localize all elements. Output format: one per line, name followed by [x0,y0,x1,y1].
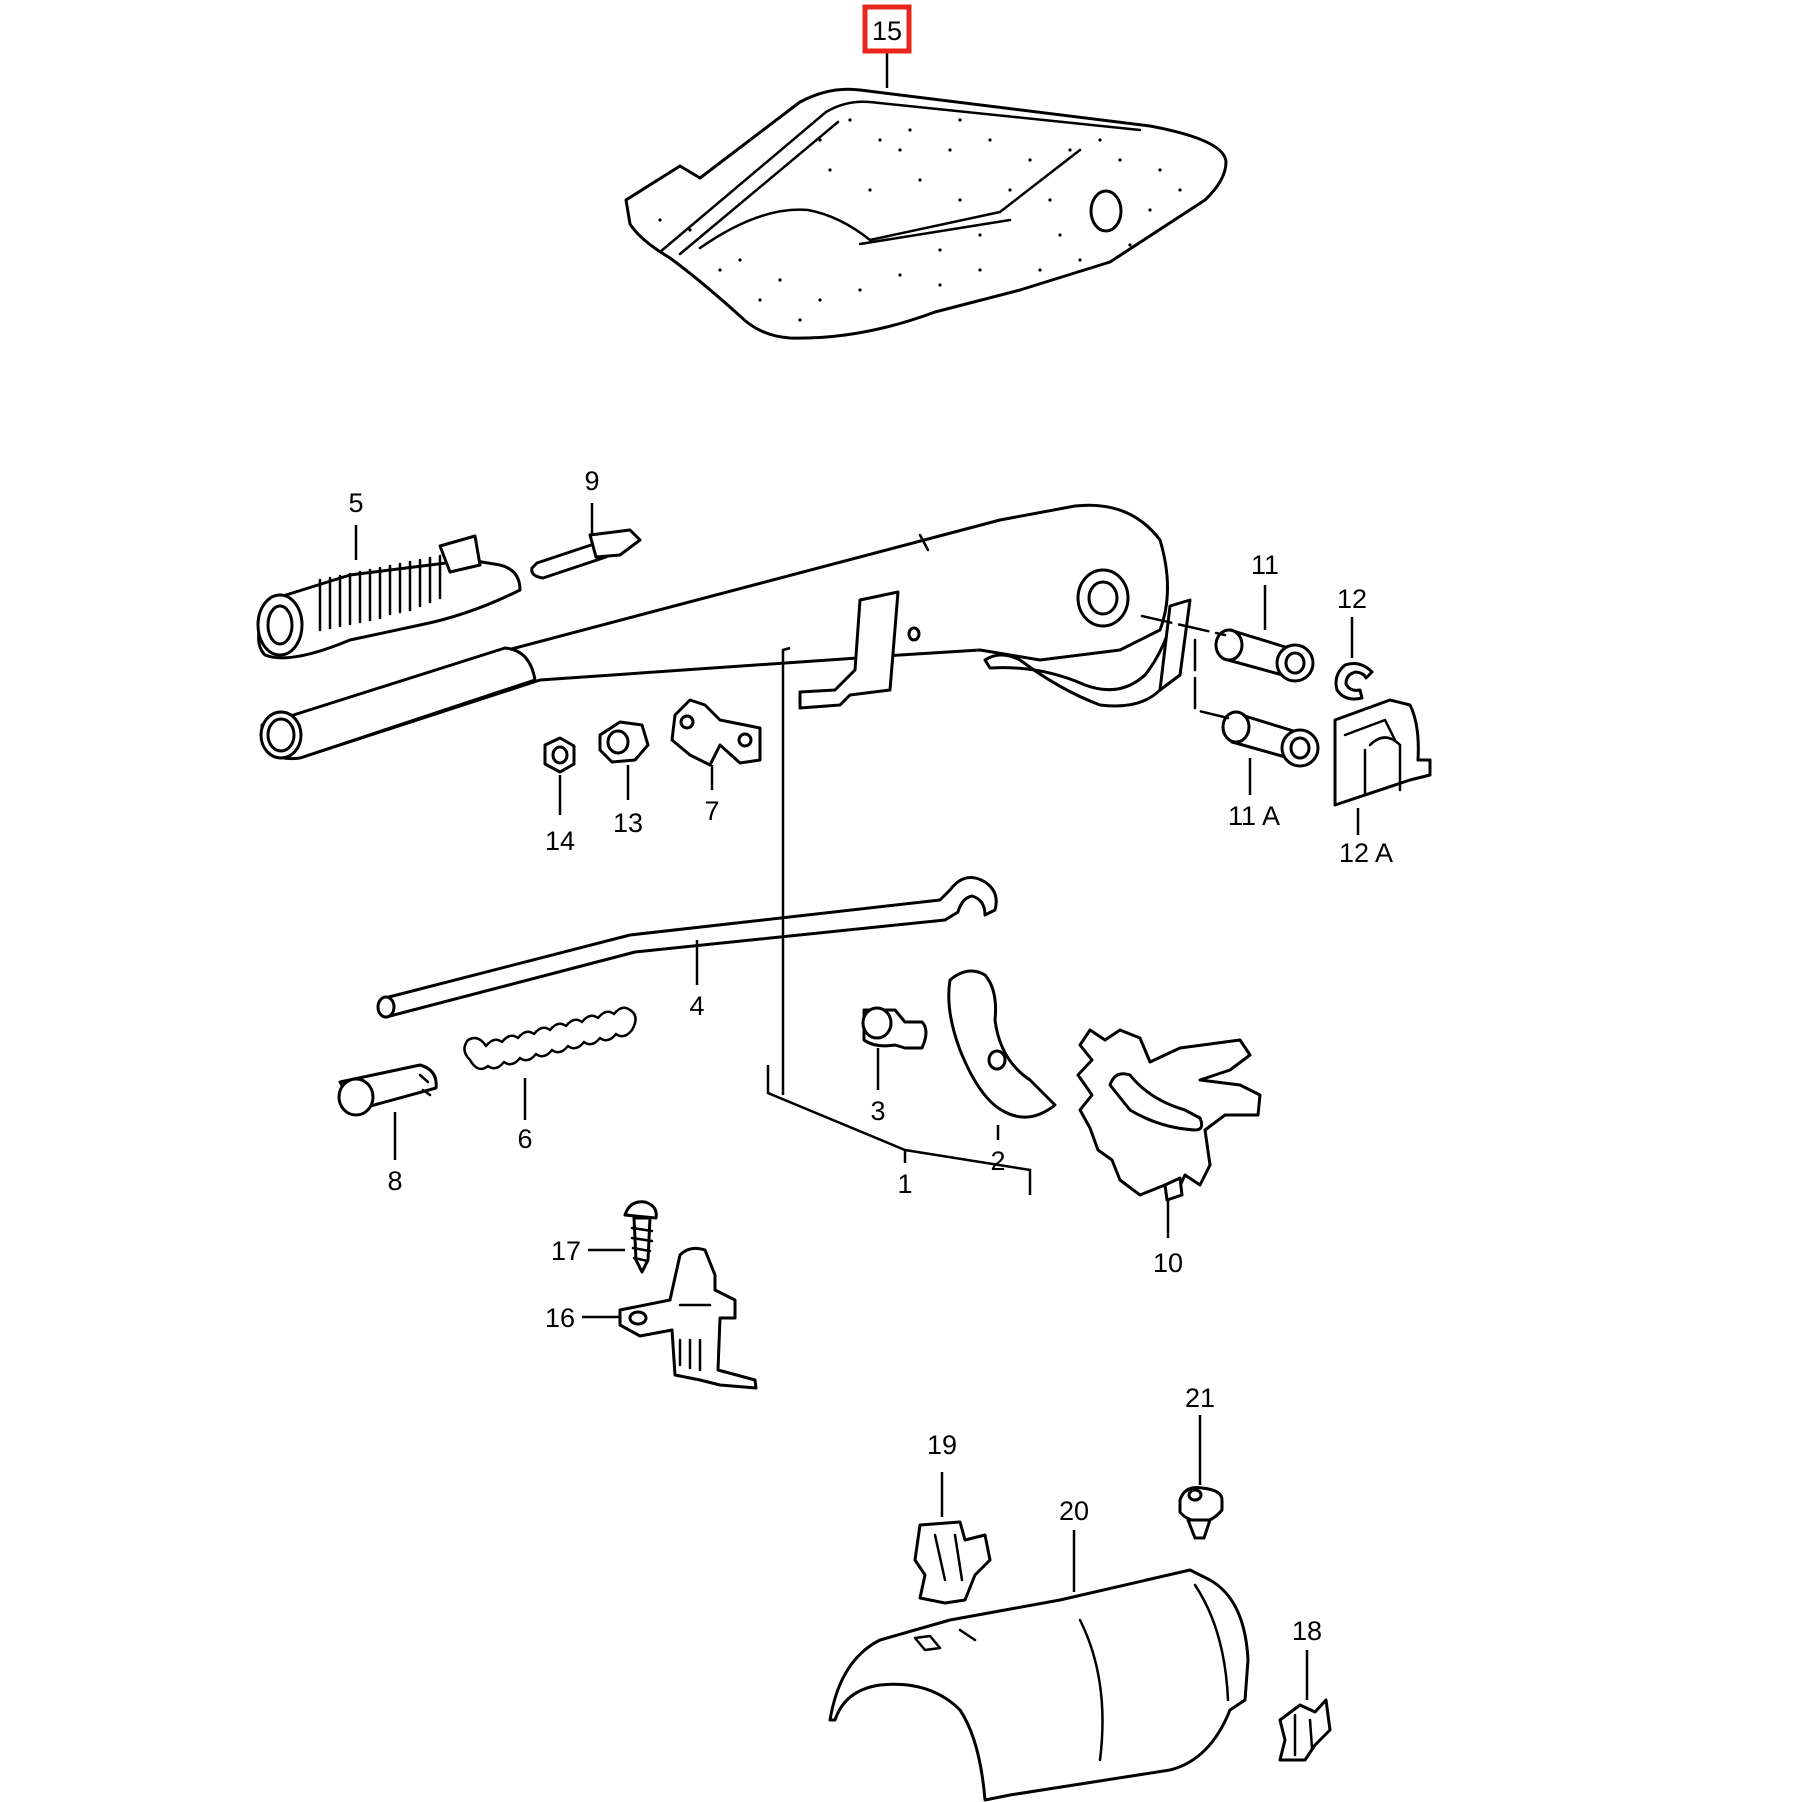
callout-3[interactable]: 3 [870,1096,885,1126]
part-20-cover[interactable] [828,1568,1250,1802]
callout-11a[interactable]: 11 A [1228,801,1280,831]
part-16-bracket[interactable] [618,1246,758,1390]
highlight-box-15 [862,4,912,54]
callout-1[interactable]: 1 [897,1169,912,1199]
part-18-clip[interactable] [1278,1698,1332,1762]
callout-16[interactable]: 16 [545,1303,575,1333]
part-12-circlip[interactable] [1334,662,1374,701]
part-15-cover[interactable] [624,87,1228,340]
part-17-screw[interactable] [623,1200,658,1274]
part-11-bushing[interactable] [1214,628,1315,683]
part-11a-bushing[interactable] [1221,710,1320,768]
callout-12a[interactable]: 12 A [1339,838,1393,868]
part-13-cap-nut[interactable] [598,720,650,764]
part-19-clip[interactable] [913,1520,992,1605]
assembly-dashline [1140,614,1230,720]
callout-21[interactable]: 21 [1185,1383,1215,1413]
callout-11[interactable]: 11 [1251,550,1279,580]
part-14-nut[interactable] [543,736,576,774]
callout-18[interactable]: 18 [1292,1616,1322,1646]
part-8-pin[interactable] [337,1063,438,1117]
part-7-clamp[interactable] [670,698,762,767]
part-10-ratchet-segment[interactable] [1076,1028,1262,1202]
handbrake-lever-arm[interactable] [259,503,1192,761]
callout-4[interactable]: 4 [689,991,704,1021]
callout-10[interactable]: 10 [1153,1248,1183,1278]
part-5-grip[interactable] [256,534,522,660]
part-3-pivot-pin[interactable] [861,1006,928,1050]
part-21-plug[interactable] [1178,1486,1224,1540]
callout-8[interactable]: 8 [387,1166,402,1196]
callout-14[interactable]: 14 [545,826,575,856]
callout-12[interactable]: 12 [1337,584,1367,614]
part-12a-clip[interactable] [1333,698,1432,807]
pawl-bracket[interactable] [798,590,921,710]
part-2-pawl[interactable] [947,969,1057,1119]
part-4-pushrod[interactable] [376,876,998,1019]
leader-lines [354,50,1360,1700]
callout-20[interactable]: 20 [1059,1496,1089,1526]
callout-6[interactable]: 6 [517,1124,532,1154]
part-6-spring[interactable] [463,1006,637,1071]
callout-15[interactable]: 15 [872,16,902,46]
callout-9[interactable]: 9 [584,466,599,496]
callout-17[interactable]: 17 [551,1236,581,1266]
callout-19[interactable]: 19 [927,1430,957,1460]
foam-texture [658,118,1182,322]
part-9-release-rod[interactable] [530,528,642,580]
callout-7[interactable]: 7 [704,796,719,826]
callout-13[interactable]: 13 [613,808,643,838]
callout-2[interactable]: 2 [990,1146,1005,1176]
group-bracket-1 [766,646,1032,1195]
callout-labels: 15 5 9 11 12 11 A 12 A 14 13 7 4 6 8 3 2… [348,4,1393,1646]
callout-5[interactable]: 5 [348,488,363,518]
